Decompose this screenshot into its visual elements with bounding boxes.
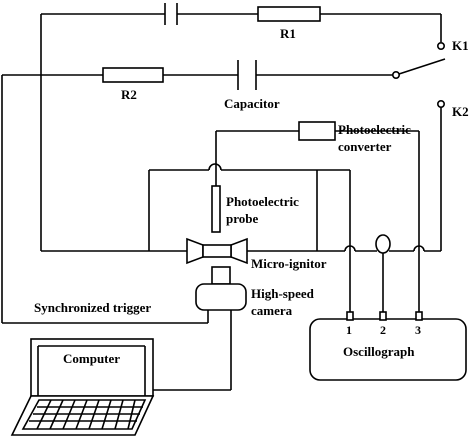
photoelectric-probe-icon [211,185,221,233]
second-branch-wires [1,74,393,323]
micro-ignitor-icon [186,237,248,265]
switch-k1-icon [436,41,445,50]
main-bus-wires [41,245,441,252]
camera-wires [2,310,232,390]
switch-pivot-icon [391,71,400,80]
high-speed-camera-icon [195,266,247,311]
synchronized-trigger-label: Synchronized trigger [34,300,151,315]
channel-3-label: 3 [415,323,421,337]
chamber-frame [148,163,351,312]
r2-label: R2 [121,87,137,102]
oscillograph-terminals [346,311,423,321]
switch-blade-icon [398,58,446,75]
photoelectric-probe-label-1: Photoelectric [226,194,299,209]
channel-2-label: 2 [380,323,386,337]
switch-k2-icon [436,100,445,109]
photoelectric-converter-label-2: converter [338,139,392,154]
k2-label: K2 [452,104,469,119]
converter-wires [215,130,420,312]
top-branch-wires [40,13,442,251]
micro-ignitor-label: Micro-ignitor [251,256,327,271]
top-gap-icon [164,3,178,25]
computer-label: Computer [63,351,120,366]
resistor-r2-icon [102,67,164,83]
photoelectric-converter-label-1: Photoelectric [338,122,411,137]
high-speed-camera-label-1: High-speed [251,286,315,301]
oscillograph-icon [309,318,467,381]
r1-label: R1 [280,26,296,41]
photoelectric-converter-icon [298,121,336,141]
laptop-computer-icon [10,338,155,436]
capacitor-icon [237,60,257,90]
current-probe-loop-icon [375,234,391,254]
photoelectric-probe-label-2: probe [226,211,258,226]
resistor-r1-icon [257,6,321,22]
high-speed-camera-label-2: camera [251,303,293,318]
channel-1-label: 1 [346,323,352,337]
oscillograph-label: Oscillograph [343,344,415,359]
capacitor-label: Capacitor [224,96,280,111]
k1-label: K1 [452,38,469,53]
